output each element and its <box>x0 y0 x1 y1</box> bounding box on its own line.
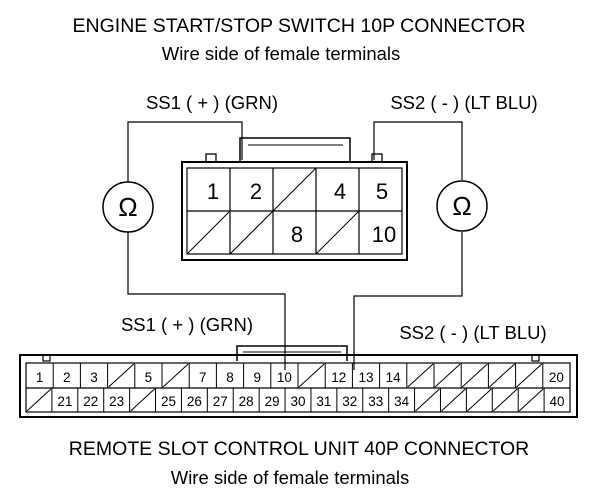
pin-40p-27: 27 <box>213 394 228 409</box>
connector-lock <box>239 137 351 162</box>
empty-cavity <box>492 388 518 412</box>
ss2-test-lead: Ω <box>353 121 488 370</box>
empty-cavity <box>518 388 544 412</box>
ss2-label-bottom: SS2 ( - ) (LT BLU) <box>399 322 546 343</box>
empty-cavity <box>489 363 515 388</box>
ohmmeter-left-icon <box>102 181 154 233</box>
pin-40p-13: 13 <box>358 370 373 385</box>
pin-40p-22: 22 <box>83 394 98 409</box>
top-connector-subtitle: Wire side of female terminals <box>162 43 401 64</box>
pin-40p-28: 28 <box>239 394 254 409</box>
ohm-symbol-left: Ω <box>118 192 137 222</box>
pin-40p-7: 7 <box>199 370 207 385</box>
pin-40p-2: 2 <box>63 370 71 385</box>
empty-cavity <box>516 363 543 388</box>
connector-body-40p <box>19 354 578 418</box>
pin-40p-29: 29 <box>265 394 280 409</box>
ohmmeter-right-icon <box>436 180 488 232</box>
empty-cavity <box>298 363 325 388</box>
pin-40p-25: 25 <box>161 394 176 409</box>
ss1-label-top: SS1 ( + ) (GRN) <box>146 92 278 113</box>
empty-cavity <box>130 388 155 412</box>
empty-cavity <box>26 388 52 412</box>
pin-40p-23: 23 <box>109 394 124 409</box>
pin-40p-40: 40 <box>550 394 565 409</box>
pin-10p-4: 4 <box>334 179 346 204</box>
pin-40p-26: 26 <box>187 394 202 409</box>
switch-10p-connector: 1 2 4 5 8 10 <box>181 137 408 261</box>
connector-lock-40p <box>236 345 348 361</box>
pin-40p-21: 21 <box>57 394 72 409</box>
empty-cavity <box>108 363 135 388</box>
pin-40p-20: 20 <box>549 370 564 385</box>
connector-body-10p <box>181 161 408 261</box>
empty-cavity <box>467 388 492 412</box>
pin-40p-9: 9 <box>253 370 261 385</box>
empty-cavity <box>461 363 488 388</box>
pin-40p-32: 32 <box>342 394 357 409</box>
ohm-symbol-right: Ω <box>452 191 471 221</box>
ss1-test-lead: Ω <box>102 121 286 370</box>
empty-cavity <box>407 363 434 388</box>
bottom-connector-subtitle: Wire side of female terminals <box>171 467 410 488</box>
pin-40p-5: 5 <box>145 370 153 385</box>
pin-10p-2: 2 <box>250 179 262 204</box>
ss2-label-top: SS2 ( - ) (LT BLU) <box>390 92 537 113</box>
pin-40p-34: 34 <box>394 394 410 409</box>
pin-40p-31: 31 <box>316 394 331 409</box>
empty-cavity <box>415 388 440 412</box>
pin-40p-30: 30 <box>290 394 305 409</box>
pin-10p-8: 8 <box>291 222 303 247</box>
empty-cavity <box>434 363 461 388</box>
empty-cavity <box>162 363 189 388</box>
pin-40p-8: 8 <box>226 370 234 385</box>
top-connector-title: ENGINE START/STOP SWITCH 10P CONNECTOR <box>73 15 526 37</box>
pin-40p-14: 14 <box>386 370 402 385</box>
pin-10p-10: 10 <box>372 222 396 247</box>
bottom-connector-title: REMOTE SLOT CONTROL UNIT 40P CONNECTOR <box>69 438 530 460</box>
pin-40p-12: 12 <box>331 370 346 385</box>
ss1-label-bottom: SS1 ( + ) (GRN) <box>121 314 253 335</box>
empty-cavity <box>441 388 466 412</box>
pin-40p-33: 33 <box>368 394 383 409</box>
pin-10p-5: 5 <box>376 179 388 204</box>
pin-40p-1: 1 <box>36 370 44 385</box>
pin-40p-10: 10 <box>277 370 292 385</box>
pin-40p-3: 3 <box>90 370 98 385</box>
pin-10p-1: 1 <box>207 179 219 204</box>
